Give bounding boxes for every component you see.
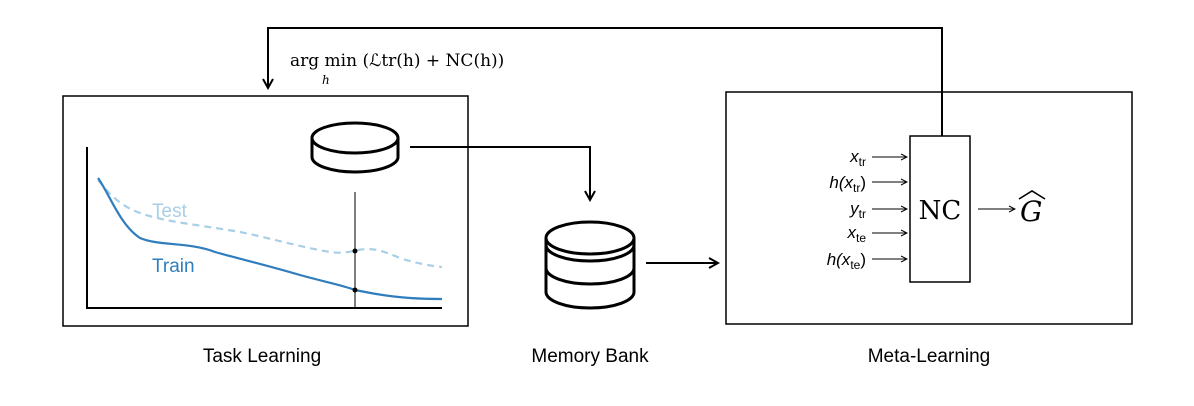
- caption-memory-bank: Memory Bank: [531, 346, 649, 367]
- output-g-hat: G: [1020, 195, 1042, 228]
- feedback-arrow: [268, 27, 943, 136]
- input-label-hx-te: h(xte): [827, 250, 866, 272]
- meta-learning-box: [725, 91, 1133, 325]
- nc-block: [909, 135, 971, 283]
- task-learning-box: [62, 95, 469, 327]
- input-label-x-tr: xtr: [849, 147, 866, 169]
- caption-task-learning: Task Learning: [203, 346, 321, 367]
- train-curve: [97, 177, 443, 301]
- test-curve: [97, 179, 443, 269]
- objective-text: arg min (ℒtr(h) + NC(h)): [290, 51, 504, 71]
- objective-subscript: h: [322, 73, 330, 87]
- caption-meta-learning: Meta-Learning: [868, 346, 991, 367]
- task-learning-panel: Test Train: [62, 95, 469, 327]
- objective-label: arg min (ℒtr(h) + NC(h)) h: [290, 51, 504, 87]
- test-label: Test: [152, 201, 188, 222]
- nc-input-labels: xtr h(xtr) ytr xte h(xte): [827, 147, 867, 272]
- checkpoint-database-icon: [310, 121, 400, 174]
- meta-learning-panel: NC xtr h(xtr) ytr xte h(xte) G: [725, 91, 1133, 325]
- test-checkpoint-dot: [352, 248, 358, 254]
- input-label-hx-tr: h(xtr): [829, 173, 866, 195]
- hat-accent: [1018, 190, 1046, 200]
- nc-input-arrows: [872, 157, 907, 259]
- input-label-x-te: xte: [846, 223, 866, 245]
- input-label-y-tr: ytr: [849, 199, 866, 221]
- memory-bank-database-icon: [544, 220, 636, 310]
- nc-label: NC: [919, 196, 962, 226]
- train-label: Train: [152, 256, 195, 277]
- checkpoint-to-memory-arrow: [410, 146, 590, 200]
- train-checkpoint-dot: [352, 287, 358, 293]
